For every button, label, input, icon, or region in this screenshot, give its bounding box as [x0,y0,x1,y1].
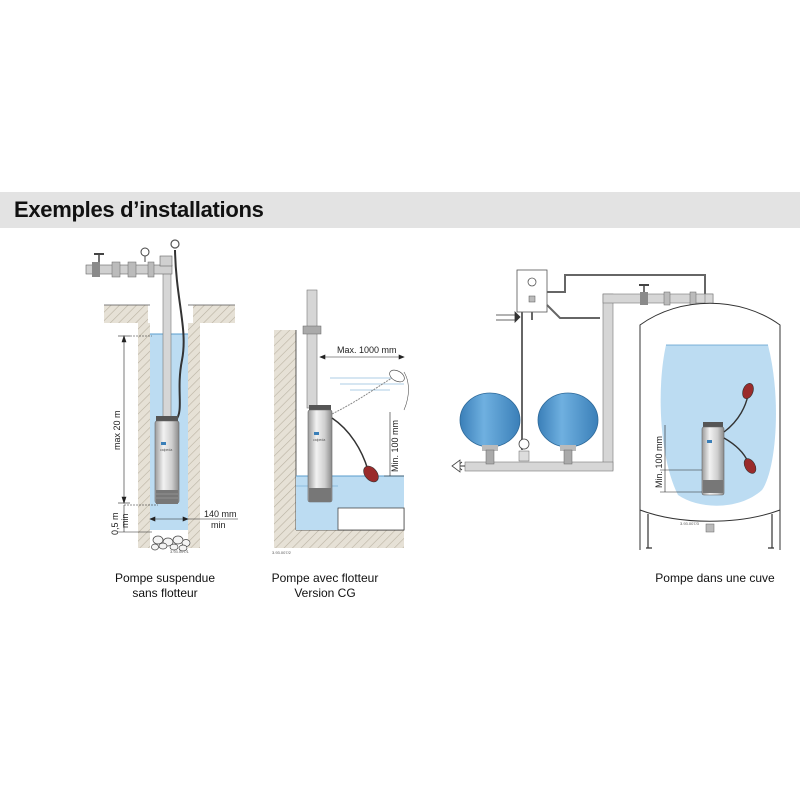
float-switch-low [363,465,379,483]
figure-ref-1: 3.93.007/1 [170,549,190,554]
dim-float-length [319,354,405,360]
caption-panel-2: Pompe avec flotteur Version CG [250,571,400,601]
ground-left-top [104,305,148,323]
dim-min-level [384,412,404,477]
tank-float-high [742,382,754,400]
float-switch-high [389,369,405,383]
float-cable-high [331,377,393,415]
ground-right-top [193,305,235,323]
caption-panel-2-line1: Pompe avec flotteur [271,571,379,585]
caption-panel-1-line1: Pompe suspendue [114,571,216,585]
dim-label-0-5m: 0,5 m [110,512,120,535]
dim-label-140mm-min: min [211,520,226,530]
panel-sump-float: calpeda Max. 1000 mm Min. 100 mm 3.93.00… [272,289,409,555]
high-water-level [330,377,404,391]
outlet-arrow-head [451,459,461,473]
pump-suspended: calpeda [154,416,180,504]
dim-label-140mm: 140 mm [204,509,237,519]
discharge-pipe [306,289,318,409]
riser-pipe [162,261,172,421]
caption-panel-3-line1: Pompe dans une cuve [655,571,775,585]
pipe-fittings [639,284,697,306]
pressure-tank-1 [459,392,521,465]
hanging-ring [170,239,180,249]
tank-float-low [743,458,757,474]
control-box [516,269,548,313]
pump-brand-label: calpeda [160,448,172,452]
pump-in-tank [701,422,725,496]
caption-panel-2-line2: Version CG [294,586,356,600]
well-wall-right [188,323,200,548]
page-title: Exemples d’installations [14,197,264,222]
control-box-switch-icon [528,295,536,303]
float-cable-low [331,417,369,471]
pressure-switch [518,438,530,462]
pump-brand-label-2: calpeda [313,438,325,442]
sump-floor [296,530,404,548]
pressure-tank-2 [537,392,599,465]
well-wall-left [138,323,150,548]
caption-panel-1-line2: sans flotteur [132,586,198,600]
dim-label-0-5m-min: min [120,513,130,528]
control-box-indicator-icon [527,277,537,287]
dim-bottom-clearance [118,504,158,533]
dim-max-depth [118,335,152,504]
dim-label-min-100mm: Min. 100 mm [390,420,400,472]
dim-well-width [149,516,238,522]
sump-wall-left [274,330,296,548]
pump-with-float: calpeda [307,405,333,503]
panel-tank: Min. 100 mm 3.93.007/3 [451,269,781,550]
electric-wiring [521,274,706,450]
figure-ref-2: 3.93.007/2 [272,550,292,555]
dim-label-max-1000mm: Max. 1000 mm [337,345,397,355]
dim-label-max-20m: max 20 m [112,410,122,450]
dim-tank-min-level [660,425,702,493]
power-cable [174,249,185,421]
gravel-bottom [151,535,191,552]
figure-ref-3: 3.93.007/3 [680,521,700,526]
power-input-arrow [496,311,521,323]
caption-panel-1: Pompe suspendue sans flotteur [90,571,240,601]
header-band [0,192,800,228]
dim-label-tank-min-100mm: Min. 100 mm [654,436,664,488]
wellhead-fittings [85,247,173,278]
panel-well: calpeda max 20 m 0,5 m min 140 mm min [85,239,238,554]
caption-panel-3: Pompe dans une cuve [630,571,800,586]
